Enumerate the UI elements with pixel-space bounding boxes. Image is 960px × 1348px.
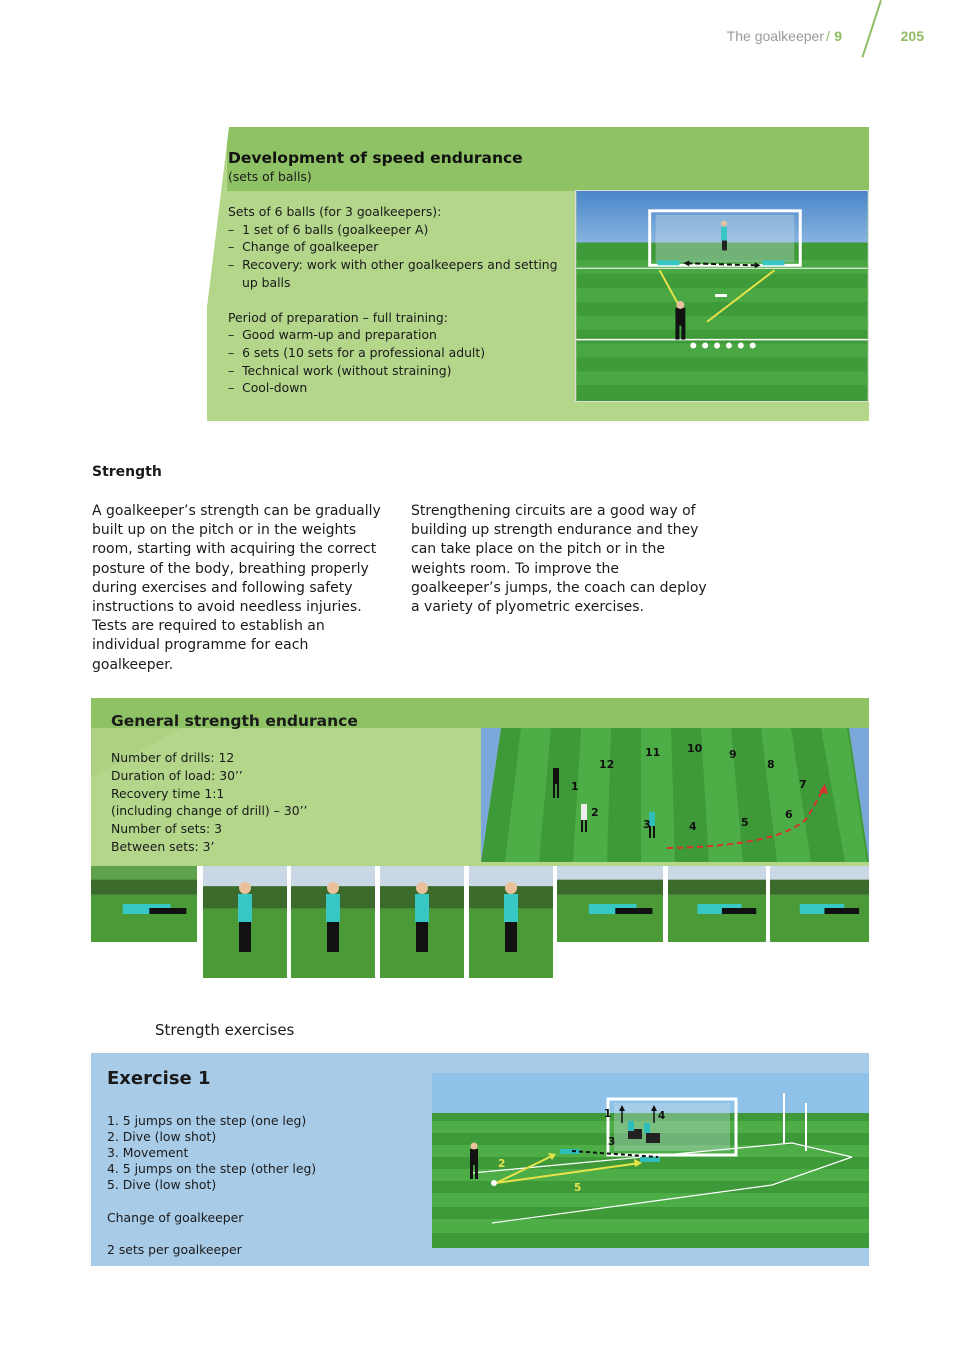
goal-drill-diagram xyxy=(575,190,869,402)
exercise-1-title: Exercise 1 xyxy=(107,1068,211,1089)
exercise-photo xyxy=(291,866,375,978)
period-item: – Good warm-up and preparation xyxy=(228,327,437,343)
running-header: The goalkeeper / 9 205 xyxy=(664,0,924,58)
exercise-photo xyxy=(91,866,197,942)
circuit-number-6: 6 xyxy=(785,808,793,821)
period-item: – Cool-down xyxy=(228,380,308,396)
running-separator: / xyxy=(826,28,830,44)
exercise-number-labels: 1 2 3 4 5 xyxy=(498,1108,665,1194)
sets-item: – 1 set of 6 balls (goalkeeper A) xyxy=(228,221,429,237)
exercise-step: 1. 5 jumps on the step (one leg) xyxy=(107,1113,307,1128)
circuit-number-5: 5 xyxy=(741,816,749,829)
page-number: 205 xyxy=(900,28,924,44)
exercise-photo xyxy=(668,866,766,942)
circuit-number-8: 8 xyxy=(767,758,775,771)
strength-endurance-item: Number of drills: 12 xyxy=(111,750,235,765)
strength-paragraph-1: A goalkeeper’s strength can be gradually… xyxy=(92,503,381,673)
sets-item: – Recovery: work with other goalkeepers … xyxy=(228,256,558,290)
period-item: – Technical work (without straining) xyxy=(228,362,452,378)
strength-endurance-item: Recovery time 1:1 xyxy=(111,785,225,801)
strength-exercises-heading: Strength exercises xyxy=(155,1021,295,1039)
period-heading: Period of preparation – full training: xyxy=(228,309,448,325)
circuit-number-7: 7 xyxy=(799,778,807,791)
header-slash-divider xyxy=(861,0,882,58)
circuit-number-12: 12 xyxy=(599,758,614,771)
strength-endurance-item: (including change of drill) – 30’’ xyxy=(111,803,308,819)
exercise-photo xyxy=(557,866,663,942)
exercise-sets-note: 2 sets per goalkeeper xyxy=(107,1242,242,1257)
circuit-number-10: 10 xyxy=(687,742,703,755)
period-item: – 6 sets (10 sets for a professional adu… xyxy=(228,344,486,360)
sets-item: – Change of goalkeeper xyxy=(228,239,379,255)
exercise-step: 2. Dive (low shot) xyxy=(107,1129,217,1144)
exercise-number-2: 2 xyxy=(498,1158,505,1170)
exercise-1-diagram: 1 2 3 4 5 xyxy=(432,1073,869,1248)
circuit-number-4: 4 xyxy=(689,820,697,833)
circuit-number-9: 9 xyxy=(729,748,737,761)
exercise-1-steps: 1. 5 jumps on the step (one leg) 2. Dive… xyxy=(107,1113,316,1193)
exercise-photo xyxy=(380,866,464,978)
strength-heading: Strength xyxy=(92,464,162,480)
exercise-change-note: Change of goalkeeper xyxy=(107,1210,244,1225)
strength-endurance-item: Number of sets: 3 xyxy=(111,821,222,837)
speed-endurance-text: Development of speed endurance (sets of … xyxy=(228,148,568,397)
circuit-number-11: 11 xyxy=(645,746,660,759)
exercise-photo-strip xyxy=(91,866,869,978)
exercise-step: 5. Dive (low shot) xyxy=(107,1177,217,1192)
strength-paragraph-2: Strengthening circuits are a good way of… xyxy=(411,503,707,616)
exercise-number-4: 4 xyxy=(658,1110,665,1122)
exercise-photo xyxy=(469,866,553,978)
circuit-number-3: 3 xyxy=(643,818,651,831)
speed-endurance-title: Development of speed endurance xyxy=(228,149,523,167)
speed-endurance-subtitle: (sets of balls) xyxy=(228,169,312,184)
chapter-number: 9 xyxy=(834,28,842,44)
strength-endurance-title: General strength endurance xyxy=(111,712,358,730)
strength-endurance-list: Number of drills: 12 Duration of load: 3… xyxy=(111,749,307,856)
circuit-number-1: 1 xyxy=(571,780,579,793)
exercise-step: 4. 5 jumps on the step (other leg) xyxy=(107,1161,317,1176)
exercise-step: 3. Movement xyxy=(107,1145,189,1160)
panel2-shape xyxy=(91,698,869,778)
running-title: The goalkeeper xyxy=(726,28,824,44)
sets-heading: Sets of 6 balls (for 3 goalkeepers): xyxy=(228,204,442,220)
exercise-number-5: 5 xyxy=(574,1182,581,1194)
panel-shape xyxy=(207,127,869,307)
exercise-photo xyxy=(770,866,869,942)
strength-endurance-item: Duration of load: 30’’ xyxy=(111,767,243,783)
exercise-number-3: 3 xyxy=(608,1136,615,1148)
circuit-number-2: 2 xyxy=(591,806,599,819)
strength-endurance-item: Between sets: 3’ xyxy=(111,838,215,854)
exercise-photo xyxy=(203,866,287,978)
exercise-number-1: 1 xyxy=(604,1108,611,1120)
